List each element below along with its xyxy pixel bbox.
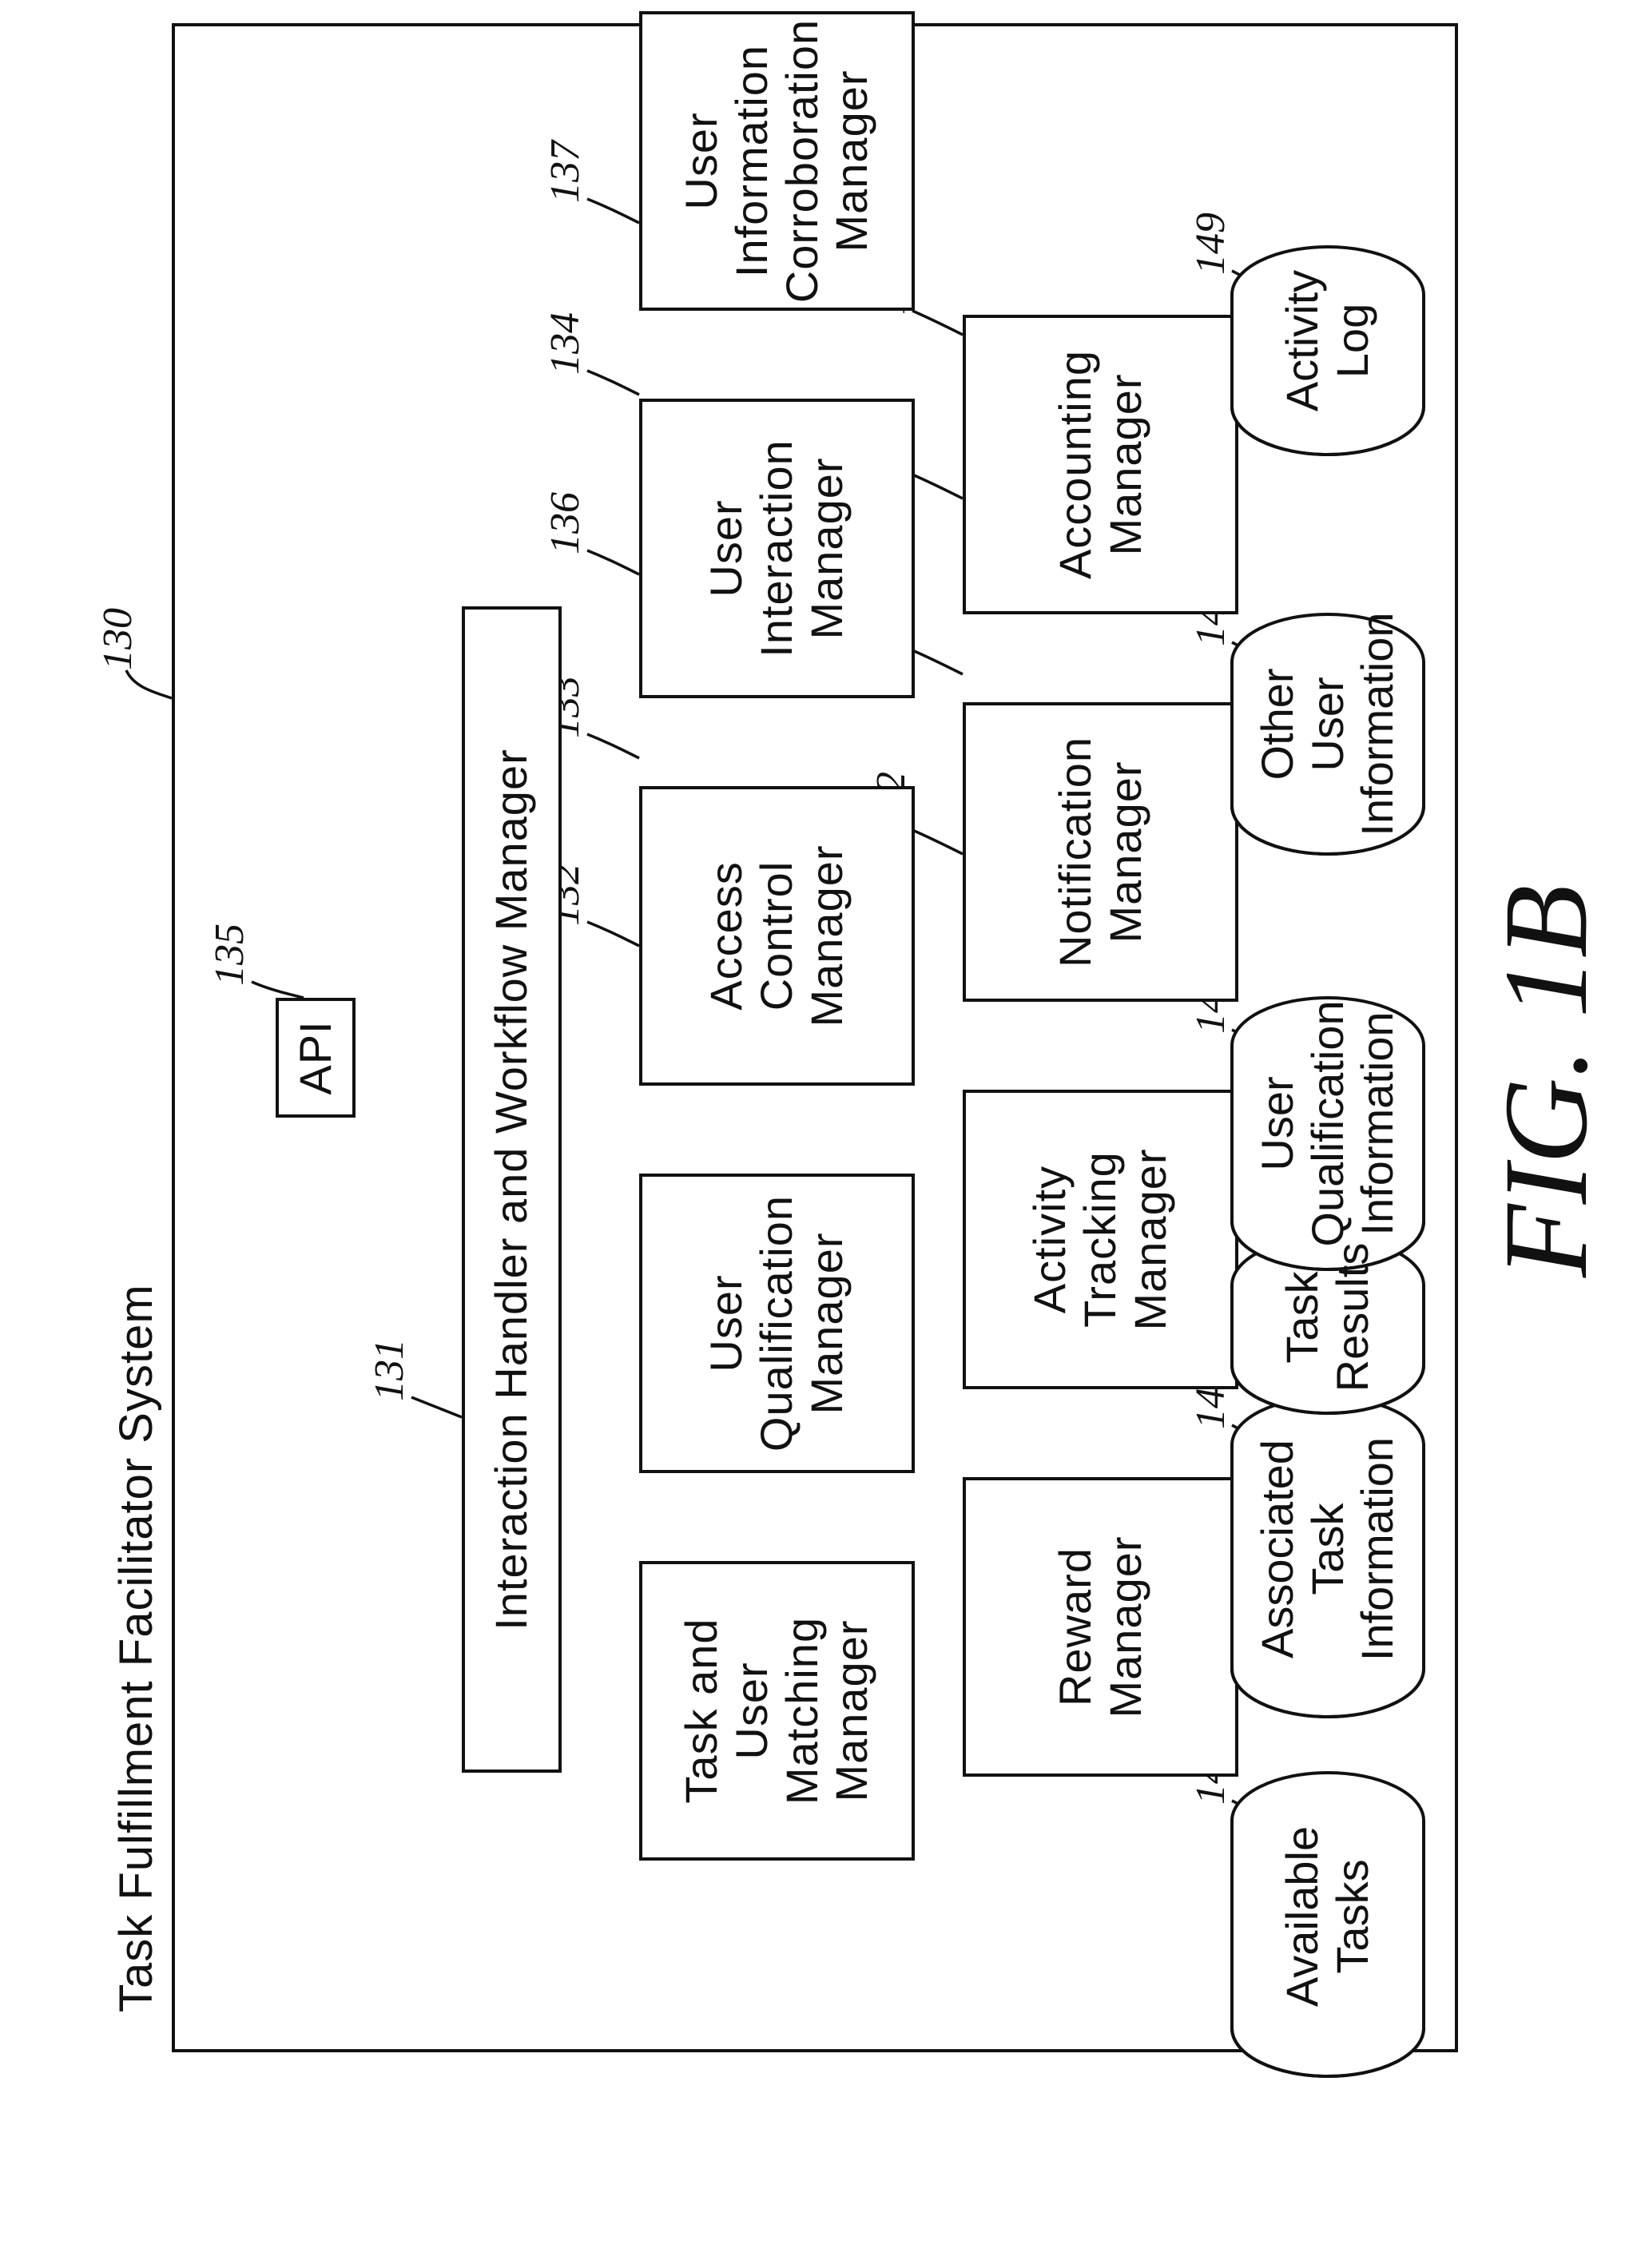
db-associated-task-info-label: Associated Task Information: [1232, 1429, 1424, 1669]
db-other-user-info-label: Other User Information: [1232, 642, 1424, 806]
db-task-results-label: Task Results: [1232, 1269, 1424, 1365]
db-available-tasks-label: Available Tasks: [1232, 1805, 1424, 2028]
db-activity-log-label: Activity Log: [1232, 275, 1424, 407]
db-user-qualification-info-label: User Qualification Information: [1232, 1026, 1424, 1221]
figure-label: FIG. 1B: [1486, 884, 1606, 1277]
